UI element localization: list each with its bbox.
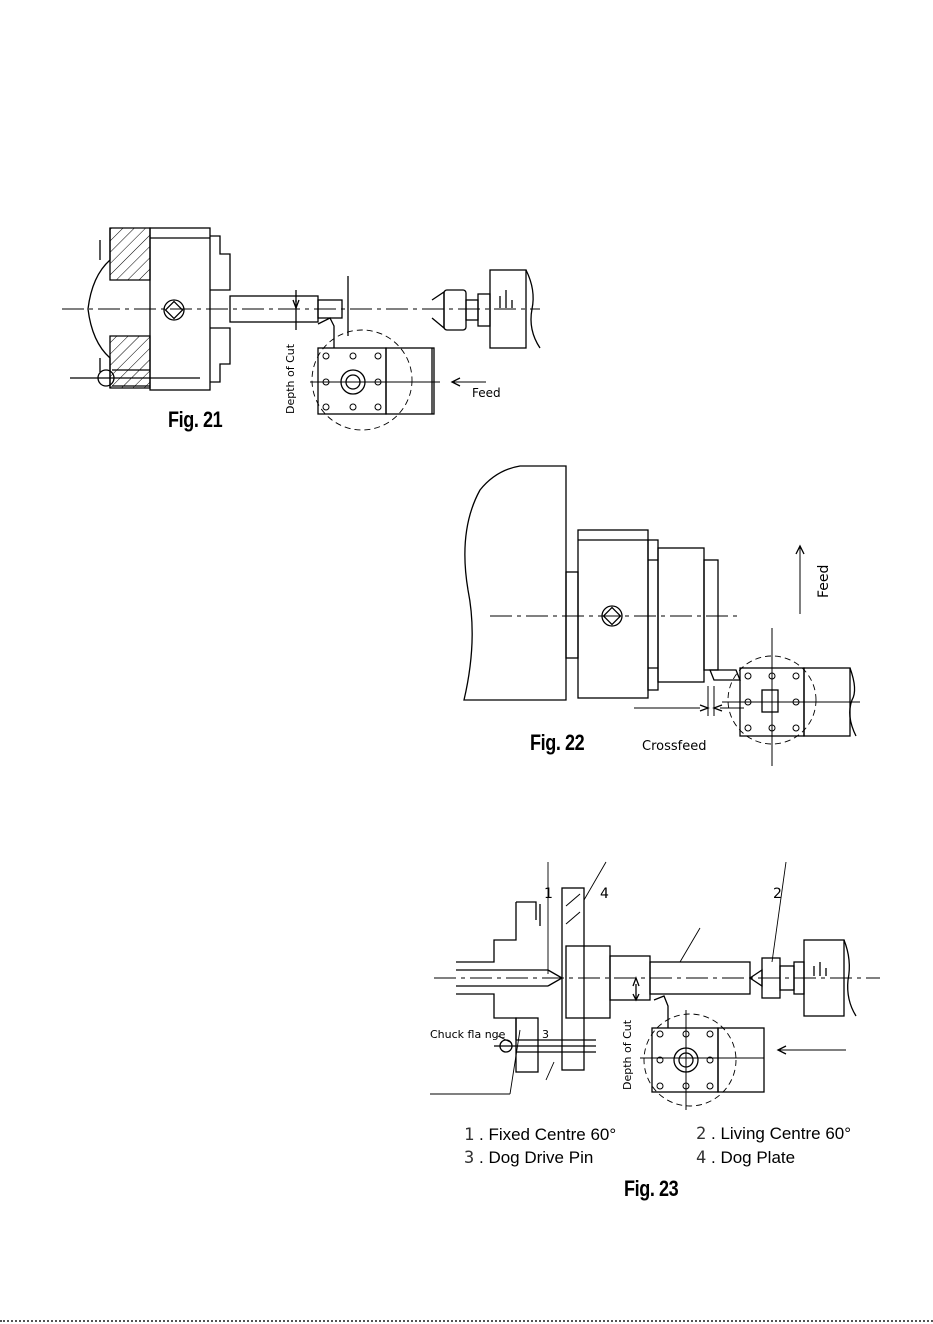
- legend-num: 1: [464, 1125, 474, 1145]
- fig23-chuck-flange-label: Chuck fla nge: [430, 1028, 505, 1041]
- legend-num: 3: [464, 1148, 474, 1168]
- legend-num: 4: [696, 1148, 706, 1168]
- fig23-legend-1: 1 . Fixed Centre 60°: [464, 1125, 616, 1145]
- fig22-caption: Fig. 22: [530, 730, 584, 756]
- page-bottom-rule: [0, 1320, 933, 1322]
- fig21-depth-label: Depth of Cut: [284, 344, 297, 414]
- fig23-legend-3: 3 . Dog Drive Pin: [464, 1148, 593, 1168]
- legend-text: Dog Drive Pin: [488, 1148, 593, 1167]
- fig23-callout-3: 3: [542, 1028, 549, 1041]
- fig23-legend-2: 2 . Living Centre 60°: [696, 1124, 851, 1144]
- fig23-callout-2: 2: [773, 886, 782, 902]
- legend-num: 2: [696, 1124, 706, 1144]
- fig23-caption: Fig. 23: [624, 1176, 678, 1202]
- fig22-feed-label: Feed: [816, 565, 832, 598]
- fig23-callout-1: 1: [544, 886, 553, 902]
- fig22-drawing: [464, 466, 860, 766]
- legend-text: Living Centre 60°: [720, 1124, 851, 1143]
- fig21-caption: Fig. 21: [168, 407, 222, 433]
- fig23-legend-4: 4 . Dog Plate: [696, 1148, 795, 1168]
- fig22-crossfeed-label: Crossfeed: [642, 739, 706, 754]
- legend-text: Dog Plate: [720, 1148, 795, 1167]
- fig23-drawing: [430, 862, 880, 1110]
- fig21-feed-label: Feed: [472, 386, 501, 400]
- fig23-depth-label: Depth of Cut: [621, 1020, 634, 1090]
- fig21-drawing: [62, 228, 540, 430]
- fig23-callout-4: 4: [600, 886, 609, 902]
- legend-text: Fixed Centre 60°: [488, 1125, 616, 1144]
